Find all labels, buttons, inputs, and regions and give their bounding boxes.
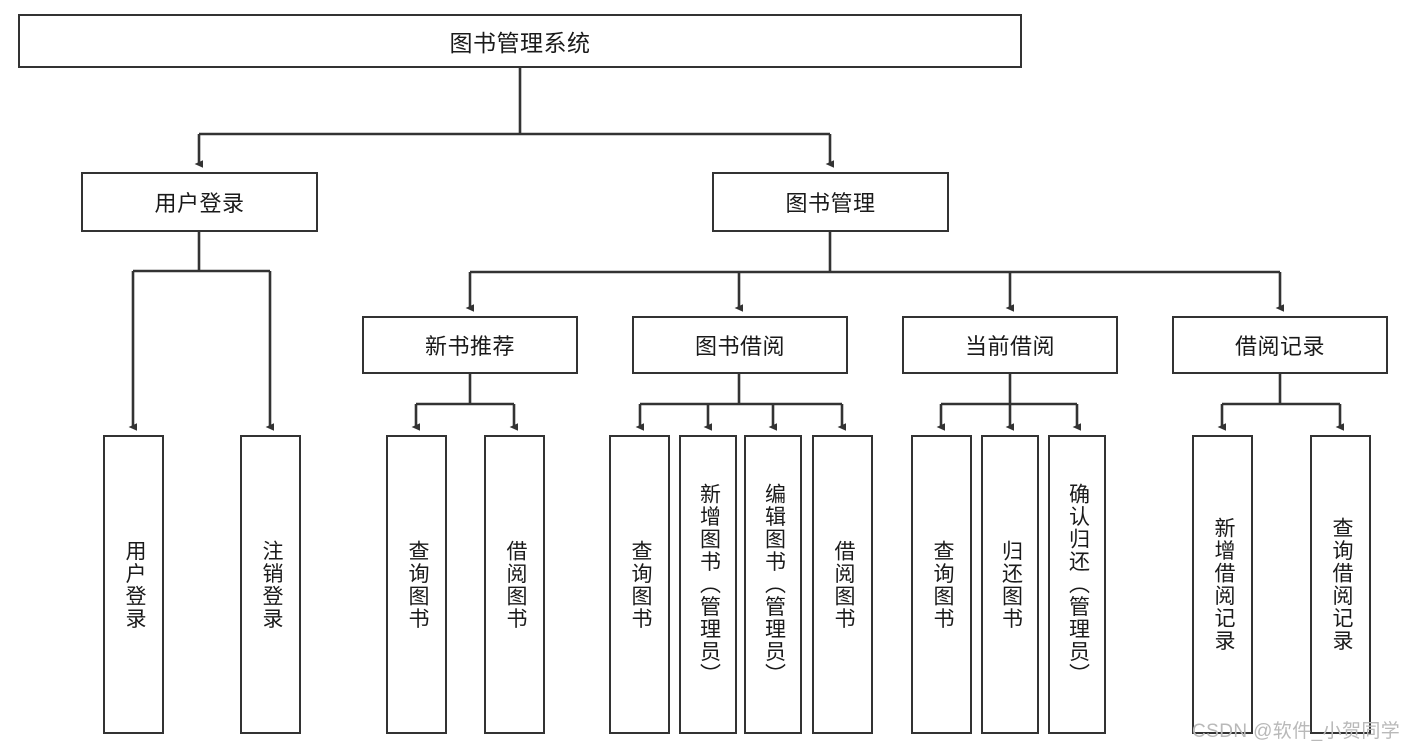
leaf-query-borrow-record[interactable]: 查询借阅记录 [1310,435,1371,734]
leaf-logout[interactable]: 注销登录 [240,435,301,734]
node-label: 新增借阅记录 [1211,517,1235,652]
node-book-management[interactable]: 图书管理 [712,172,949,232]
leaf-borrow-books-borrowing[interactable]: 借阅图书 [812,435,873,734]
node-label: 用户登录 [154,191,245,216]
node-label: 借阅图书 [831,539,855,630]
node-borrowing-records[interactable]: 借阅记录 [1172,316,1388,374]
node-current-borrowing[interactable]: 当前借阅 [902,316,1118,374]
node-root-book-management-system[interactable]: 图书管理系统 [18,14,1022,68]
node-label: 查询图书 [405,539,429,630]
leaf-query-books-borrowing[interactable]: 查询图书 [609,435,670,734]
node-label: 注销登录 [259,539,283,630]
node-label: 编辑图书（管理员） [762,483,786,686]
node-label: 查询借阅记录 [1329,517,1353,652]
leaf-borrow-books-recommendation[interactable]: 借阅图书 [484,435,545,734]
node-label: 图书借阅 [694,334,785,359]
node-label: 归还图书 [999,539,1023,630]
node-label: 用户登录 [122,539,146,630]
node-label: 当前借阅 [964,334,1055,359]
node-label: 查询图书 [628,539,652,630]
leaf-confirm-return-admin[interactable]: 确认归还（管理员） [1048,435,1106,734]
node-label: 借阅图书 [503,539,527,630]
leaf-query-books-current[interactable]: 查询图书 [911,435,972,734]
leaf-user-login[interactable]: 用户登录 [103,435,164,734]
csdn-watermark: CSDN @软件_小贺同学 [1192,721,1401,742]
node-label: 确认归还（管理员） [1066,483,1090,686]
node-new-book-recommendation[interactable]: 新书推荐 [362,316,578,374]
node-label: 图书管理系统 [449,30,591,56]
node-label: 图书管理 [785,191,876,216]
node-label: 新书推荐 [424,334,515,359]
node-label: 借阅记录 [1234,334,1325,359]
leaf-edit-book-admin[interactable]: 编辑图书（管理员） [744,435,802,734]
leaf-query-books-recommendation[interactable]: 查询图书 [386,435,447,734]
node-user-login[interactable]: 用户登录 [81,172,318,232]
node-book-borrowing[interactable]: 图书借阅 [632,316,848,374]
leaf-return-books[interactable]: 归还图书 [981,435,1039,734]
leaf-add-borrow-record[interactable]: 新增借阅记录 [1192,435,1253,734]
node-label: 新增图书（管理员） [697,483,721,686]
node-label: 查询图书 [930,539,954,630]
leaf-add-book-admin[interactable]: 新增图书（管理员） [679,435,737,734]
